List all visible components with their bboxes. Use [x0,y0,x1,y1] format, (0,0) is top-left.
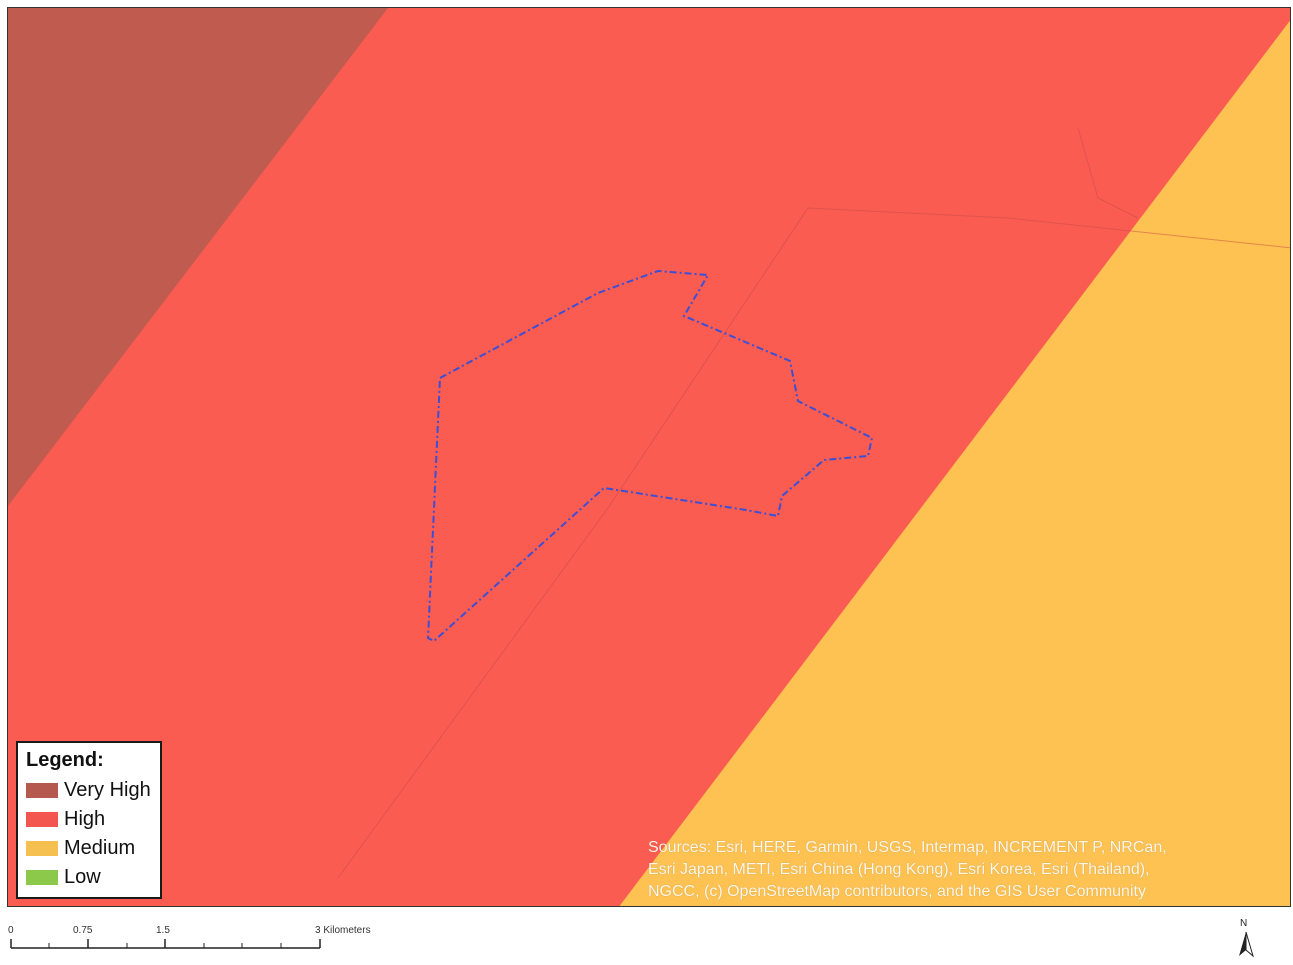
legend-label: High [64,808,106,830]
scale-bar-graphic [10,939,321,949]
legend-label: Medium [64,837,136,859]
legend-item-medium: Medium [26,834,160,863]
scale-label-1-5: 1.5 [156,925,170,936]
attribution-line: Sources: Esri, HERE, Garmin, USGS, Inter… [648,839,1167,856]
zone-very-high [8,8,388,506]
map-attribution: Sources: Esri, HERE, Garmin, USGS, Inter… [648,837,1283,903]
attribution-line: NGCC, (c) OpenStreetMap contributors, an… [648,883,1146,900]
legend-swatch [26,841,58,856]
legend-item-high: High [26,805,160,834]
legend-item-very-high: Very High [26,776,160,805]
legend-item-low: Low [26,863,160,892]
legend-swatch [26,870,58,885]
scale-label-0: 0 [8,925,14,936]
study-area-boundary [426,269,874,643]
legend-label: Very High [64,779,151,801]
scale-label-0-75: 0.75 [73,925,93,936]
legend-title: Legend: [26,749,104,771]
scale-label-3-km: 3 Kilometers [315,925,371,936]
north-arrow: N [1234,918,1258,960]
map-legend: Legend: Very High High Medium Low [16,741,162,899]
attribution-line: Esri Japan, METI, Esri China (Hong Kong)… [648,861,1150,878]
map-view[interactable]: Legend: Very High High Medium Low Source… [7,7,1291,907]
legend-swatch [26,812,58,827]
legend-swatch [26,783,58,798]
road-line [1077,127,1139,219]
north-arrow-icon [1239,931,1254,958]
legend-label: Low [64,866,101,888]
zone-medium [619,20,1290,906]
map-canvas [8,8,1290,906]
road-line [337,207,1290,879]
scale-bar: 0 0.75 1.5 3 Kilometers [0,915,420,960]
north-label: N [1240,918,1248,929]
